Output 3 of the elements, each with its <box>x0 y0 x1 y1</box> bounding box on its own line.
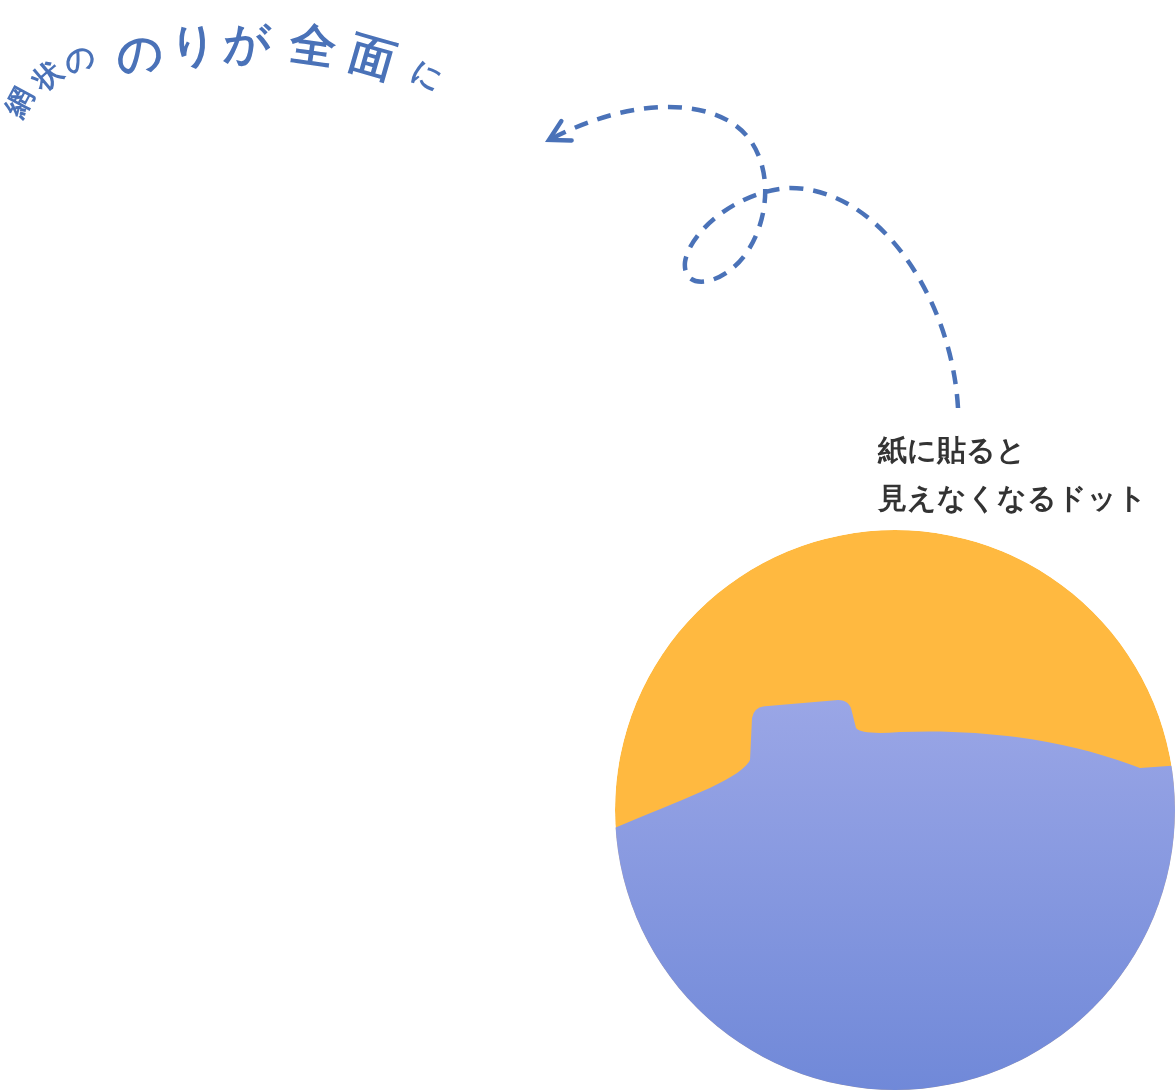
caption-text: 紙に貼ると見えなくなるドット <box>878 426 1176 522</box>
curved-heading: 網状ののりが全面に <box>0 20 546 145</box>
dashed-loop-arrow <box>546 104 961 409</box>
